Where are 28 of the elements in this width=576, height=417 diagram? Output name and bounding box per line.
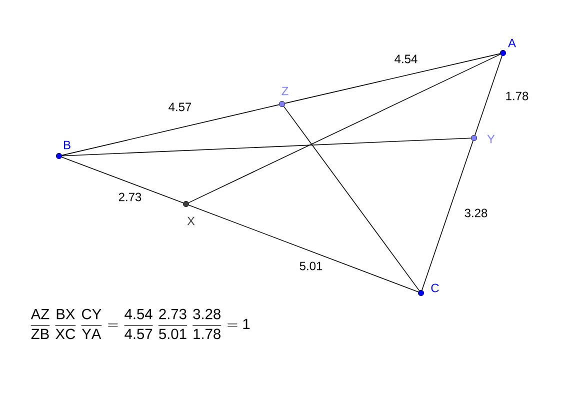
- line-segment: [188, 54, 501, 204]
- ratio-formula: $\frac{\mathsf{AZ}}{\mathsf{ZB}}\,\frac{\mathsf{BX}}{\mathsf{XC}}\,\frac{\mathsf{CY}}{\mathsf{YA}}=\frac{\mathsf{4.54}}{\mathsf{4.57}}\,\frac{\mathsf{2.73}}{\mathsf{5.01}}\,\frac{\mathsf{3.28}}{\mathsf{1.78}}=\mathsf{1}$: [30, 308, 250, 340]
- length-label: 1.78: [506, 92, 528, 100]
- point-label: A: [508, 38, 516, 48]
- length-label: 3.28: [464, 208, 488, 218]
- point-label: Z: [282, 86, 288, 96]
- point: [278, 100, 286, 108]
- line-segment: [283, 106, 420, 291]
- length-label: 4.54: [394, 54, 418, 64]
- length-label: 2.73: [118, 192, 142, 202]
- line-segment: [284, 53, 500, 104]
- line-segment: [188, 204, 419, 292]
- length-label: 4.57: [168, 102, 192, 112]
- line-segment: [422, 140, 474, 291]
- point: [500, 50, 506, 56]
- line-segment: [62, 138, 472, 156]
- length-label: 5.01: [300, 262, 322, 270]
- line-segment: [61, 156, 184, 204]
- line-segment: [474, 55, 502, 136]
- point: [470, 134, 478, 142]
- point: [418, 290, 424, 296]
- point-label: C: [431, 284, 439, 292]
- point: [56, 152, 62, 160]
- point-label: X: [187, 216, 195, 226]
- point-label: Y: [487, 134, 495, 144]
- line-segment: [62, 104, 280, 156]
- point-label: B: [64, 140, 70, 150]
- point: [182, 200, 190, 208]
